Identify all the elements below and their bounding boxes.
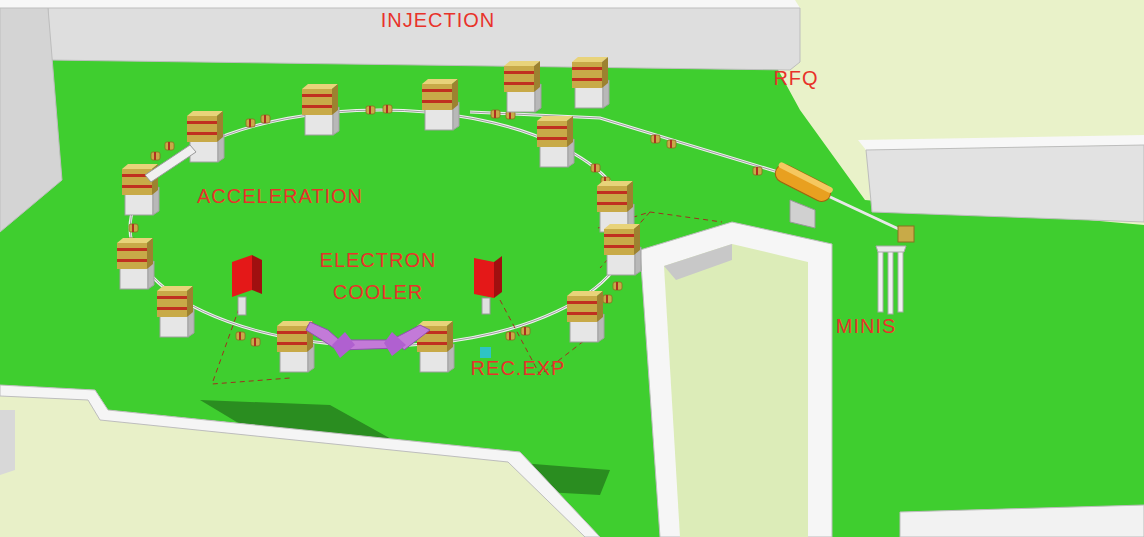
- wall: [900, 505, 1144, 537]
- floor: [0, 55, 1144, 537]
- wall: [866, 145, 1144, 222]
- ion-source: [876, 226, 914, 314]
- part-label: MINIS: [836, 310, 897, 342]
- building-roof: [664, 244, 808, 537]
- wall-top: [40, 0, 800, 8]
- building: [640, 222, 832, 537]
- electron-cooler: [306, 322, 430, 358]
- dipole-magnets: [117, 57, 641, 372]
- beam-line: [470, 112, 778, 172]
- beam-line: [470, 112, 778, 172]
- outside: [0, 385, 600, 537]
- quadrupoles: [127, 105, 762, 346]
- rfq: [772, 161, 834, 228]
- wall: [0, 410, 15, 475]
- wall: [0, 385, 600, 537]
- wall: [0, 8, 62, 232]
- part-label: INJECTION: [381, 4, 496, 36]
- beam-pipe: [130, 110, 630, 346]
- part-label: ELECTRON COOLER: [303, 244, 453, 308]
- beam-line: [828, 196, 905, 232]
- part-label: REC.EXP: [471, 352, 566, 384]
- part-label: ACCELERATION: [197, 180, 363, 212]
- wall-top: [0, 0, 48, 8]
- cavity: [145, 145, 196, 182]
- beam-pipe: [130, 110, 630, 346]
- part-label: RFQ: [773, 62, 818, 94]
- building-wall: [664, 244, 732, 280]
- rec-exp-box: [480, 347, 491, 358]
